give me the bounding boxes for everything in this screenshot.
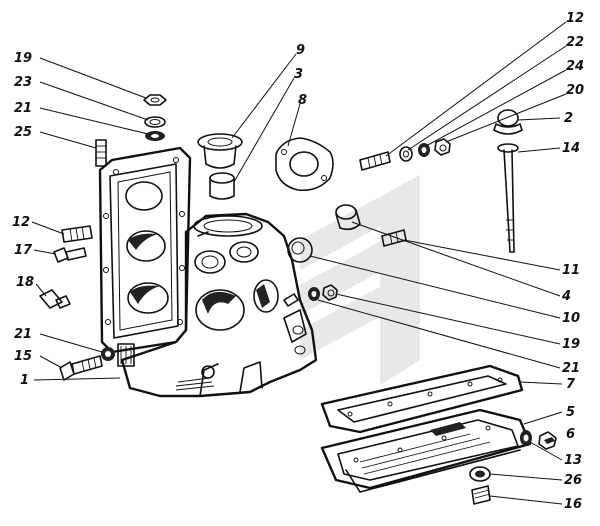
- stud-12-left-part: [61, 225, 93, 243]
- callout-16: 16: [564, 497, 582, 512]
- callout-19-top: 19: [14, 51, 32, 66]
- callout-1: 1: [20, 373, 29, 388]
- washer-21-right-part: [308, 287, 320, 301]
- callout-25: 25: [14, 125, 32, 140]
- nut-20-part: [434, 138, 451, 156]
- callout-24: 24: [566, 59, 584, 74]
- callout-5: 5: [566, 405, 575, 420]
- watermark-graphic: [300, 175, 420, 385]
- callout-22: 22: [566, 35, 584, 50]
- callout-labels: 19 23 21 25 12 17 18 21 15 1 9 3 8 12 22…: [12, 11, 584, 512]
- callout-3: 3: [294, 67, 303, 82]
- callout-10: 10: [562, 311, 580, 326]
- gasket-plate-part: [117, 343, 135, 367]
- callout-23: 23: [14, 75, 32, 90]
- washer-26-part: [469, 466, 491, 482]
- callout-26: 26: [564, 473, 582, 488]
- callout-12-left: 12: [12, 215, 30, 230]
- callout-4: 4: [561, 289, 571, 304]
- bolt-18-left-part: [39, 289, 71, 309]
- cover-plate-part: [98, 146, 192, 354]
- leader-lines: [31, 21, 567, 505]
- callout-14: 14: [562, 141, 580, 156]
- bolt-17-part: [53, 247, 87, 263]
- bushing-3-part: [209, 172, 235, 200]
- seal-13-part: [520, 430, 532, 446]
- housing-body-part: [120, 212, 318, 398]
- callout-15: 15: [14, 349, 32, 364]
- callout-6: 6: [566, 427, 575, 442]
- oil-pan-gasket-7-part: [320, 364, 524, 434]
- callout-13: 13: [564, 453, 582, 468]
- bolt-15-part: [59, 355, 103, 381]
- callout-21-top: 21: [14, 101, 32, 116]
- washer-24-part: [418, 143, 430, 157]
- bushing-4-part: [335, 204, 361, 231]
- callout-18-left: 18: [16, 275, 34, 290]
- washer-22-part: [399, 146, 413, 162]
- dipstick-cap-2-part: [493, 109, 523, 135]
- callout-8: 8: [298, 93, 307, 108]
- nut-19-part: [143, 94, 167, 106]
- callout-12-right: 12: [566, 11, 584, 26]
- plug-10-part: [287, 237, 313, 263]
- callout-7: 7: [566, 377, 576, 392]
- callout-2: 2: [564, 111, 573, 126]
- callout-17: 17: [14, 243, 33, 258]
- callout-20: 20: [566, 83, 584, 98]
- stud-25-part: [95, 139, 107, 167]
- washer-21-part: [145, 131, 165, 141]
- callout-21-left: 21: [14, 327, 32, 342]
- washer-23-part: [144, 116, 166, 128]
- stud-12-right-part: [359, 151, 391, 171]
- callout-9: 9: [296, 43, 305, 58]
- washer-21-lower-part: [101, 347, 115, 361]
- callout-19-right: 19: [562, 337, 580, 352]
- callout-21-right: 21: [562, 361, 580, 376]
- dipstick-14-part: [497, 143, 519, 253]
- nut-19-right-part: [322, 284, 338, 301]
- oil-pan-5-part: [320, 408, 532, 493]
- callout-11: 11: [562, 263, 580, 278]
- bolt-16-part: [471, 485, 491, 505]
- drain-plug-6-part: [538, 431, 557, 450]
- flange-gasket-8-part: [275, 137, 334, 192]
- cap-9-part: [197, 133, 243, 169]
